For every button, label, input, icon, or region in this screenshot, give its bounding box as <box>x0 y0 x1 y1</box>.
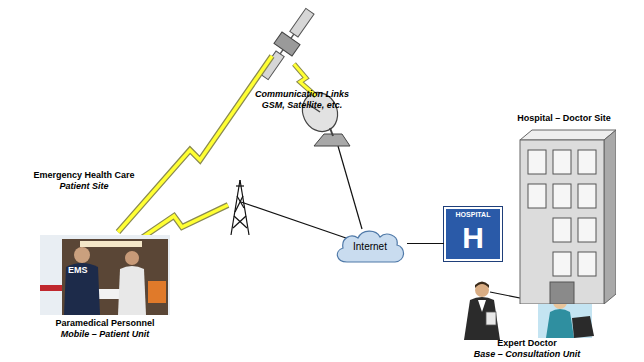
building-side <box>604 130 616 304</box>
building-door <box>550 282 574 304</box>
laptop <box>572 316 594 338</box>
doctor-shirt <box>478 300 486 312</box>
ambulance-photo-node: EMSParamedical PersonnelMobile – Patient… <box>40 235 170 315</box>
tower-leg <box>231 180 240 235</box>
tower-brace <box>235 196 243 212</box>
satellite-body <box>274 32 300 56</box>
building-drawing <box>512 128 616 304</box>
tower-leg <box>240 180 249 235</box>
sign-word: HOSPITAL <box>446 211 500 219</box>
tower-brace <box>234 216 247 228</box>
radio-tower <box>231 180 249 235</box>
paramedic-body <box>64 263 100 315</box>
site-heading: Hospital – Doctor Site <box>472 113 644 124</box>
window <box>528 184 546 208</box>
expert-doctor-figure <box>464 282 500 341</box>
link-title: Communication Links <box>192 89 412 100</box>
paramedic-body <box>118 266 146 315</box>
unit-subtitle: Base – Consultation Unit <box>417 349 637 360</box>
ambulance-exterior <box>40 235 170 315</box>
doctor-suit <box>464 297 500 340</box>
doctor-body <box>546 309 574 338</box>
wire <box>241 202 346 238</box>
hospital-sign: HOSPITAL H <box>444 207 502 261</box>
window <box>553 150 571 174</box>
ambulance-stripe <box>40 285 62 291</box>
uniform-text: EMS <box>68 265 98 276</box>
sign-letter: H <box>446 222 500 254</box>
window <box>553 252 571 276</box>
solar-panel <box>290 8 314 37</box>
internet-cloud: Internet <box>333 226 407 268</box>
tower-brace <box>233 216 246 228</box>
building-front <box>520 140 604 304</box>
window <box>578 218 596 242</box>
dish-post <box>330 128 333 136</box>
ambulance-interior <box>62 239 168 315</box>
window <box>553 218 571 242</box>
ceiling-light <box>80 241 142 247</box>
window <box>553 184 571 208</box>
wire <box>338 146 362 229</box>
hospital-building: Hospital – Doctor Site <box>512 128 616 304</box>
unit-title: Paramedical Personnel <box>20 318 190 329</box>
wireless-links <box>118 56 316 250</box>
tower-antenna <box>236 185 244 186</box>
medical-bag <box>148 281 166 303</box>
building-roof <box>520 130 616 140</box>
network-wires <box>241 146 568 318</box>
bolt-outline <box>118 56 272 232</box>
paramedic-head <box>74 247 90 263</box>
network-link <box>407 243 444 244</box>
doctor-hair <box>475 282 489 289</box>
site-title: Emergency Health Care <box>0 170 194 181</box>
clipboard <box>486 312 496 325</box>
site-subtitle: Patient Site <box>0 181 194 192</box>
building-windows <box>528 150 596 276</box>
window <box>528 150 546 174</box>
window <box>578 184 596 208</box>
link-types: GSM, Satellite, etc. <box>192 100 412 111</box>
unit-title: Expert Doctor <box>417 338 637 349</box>
window <box>578 252 596 276</box>
unit-subtitle: Mobile – Patient Unit <box>20 329 190 340</box>
window <box>578 150 596 174</box>
paramedic-head <box>125 251 139 265</box>
cloud-label: Internet <box>333 241 407 252</box>
lightning-bolt <box>118 56 272 232</box>
ambulance-photo <box>40 235 170 315</box>
